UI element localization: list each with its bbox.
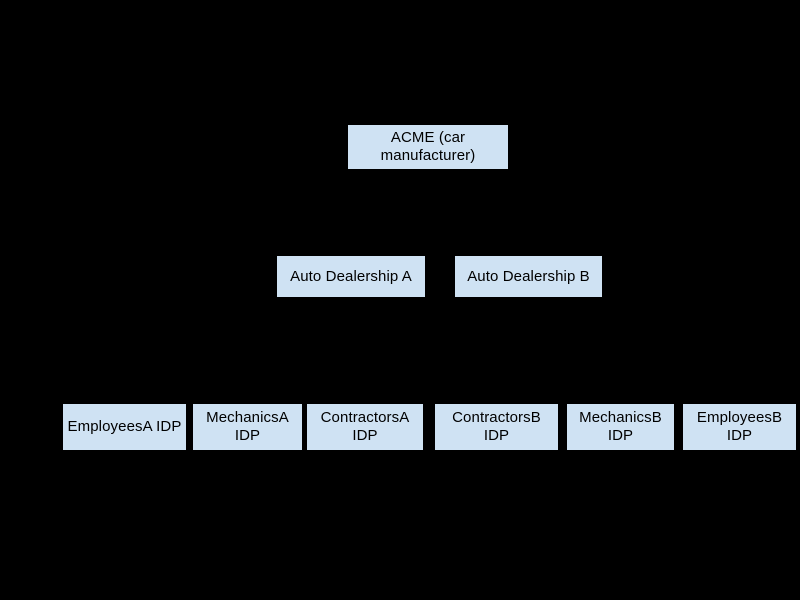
node-mechanicsa-idp[interactable]: MechanicsA IDP: [193, 404, 302, 450]
node-acme[interactable]: ACME (car manufacturer): [348, 125, 508, 169]
node-employeesb-idp-label: EmployeesB IDP: [696, 409, 783, 444]
node-contractorsb-idp[interactable]: ContractorsB IDP: [435, 404, 558, 450]
node-auto-dealership-a-label: Auto Dealership A: [290, 267, 412, 285]
node-contractorsa-idp[interactable]: ContractorsA IDP: [307, 404, 423, 450]
node-employeesa-idp[interactable]: EmployeesA IDP: [63, 404, 186, 450]
node-contractorsb-idp-label: ContractorsB IDP: [452, 409, 541, 444]
node-employeesb-idp[interactable]: EmployeesB IDP: [683, 404, 796, 450]
node-auto-dealership-b[interactable]: Auto Dealership B: [455, 256, 602, 297]
node-contractorsa-idp-label: ContractorsA IDP: [320, 409, 410, 444]
node-employeesa-idp-label: EmployeesA IDP: [67, 418, 182, 435]
node-mechanicsb-idp-label: MechanicsB IDP: [579, 409, 662, 444]
node-auto-dealership-b-label: Auto Dealership B: [467, 267, 590, 285]
node-mechanicsb-idp[interactable]: MechanicsB IDP: [567, 404, 674, 450]
node-mechanicsa-idp-label: MechanicsA IDP: [206, 409, 289, 444]
node-auto-dealership-a[interactable]: Auto Dealership A: [277, 256, 425, 297]
node-acme-label: ACME (car manufacturer): [380, 129, 476, 164]
